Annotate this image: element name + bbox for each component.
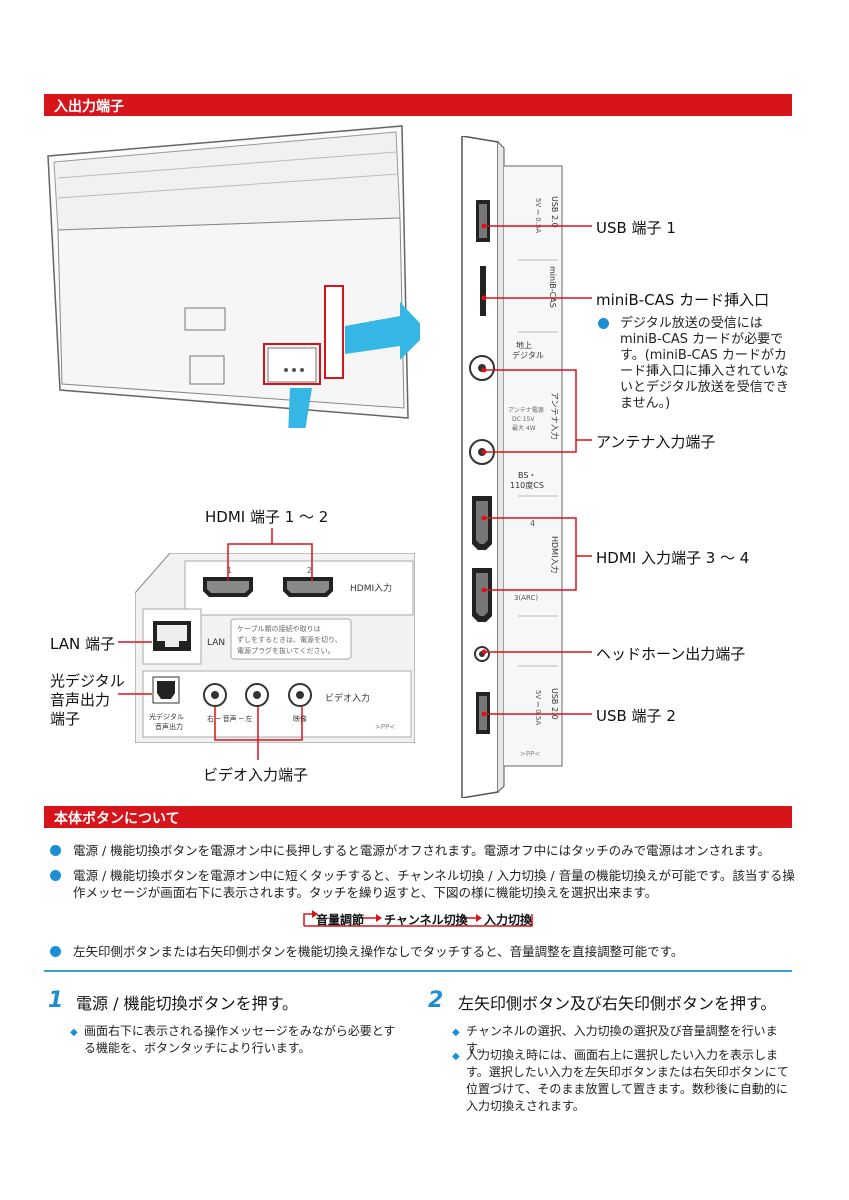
video-input-label: ビデオ入力 [325,692,370,704]
section-header-io: 入出力端子 [44,94,792,116]
diamond-bullet-icon: ◆ [452,1051,460,1062]
flow-channel: チャンネル切換 [384,913,468,927]
step-2-item-text: 入力切換え時には、画面右上に選択したい入力を表示します。選択したい入力を左矢印ボ… [466,1048,789,1113]
label-video-input: ビデオ入力端子 [203,766,309,784]
flow-volume: 音量調節 [316,913,365,927]
rca-jack-video [288,683,312,707]
rca-jack-right [203,683,227,707]
side-hdmi-port4-num: 4 [530,519,535,528]
label-hdmi-3-4: HDMI 入力端子 3 ～ 4 [596,549,750,567]
headphone-jack [474,646,490,662]
bullet-icon [50,870,61,881]
side-minibcas-label: miniB-CAS [548,266,557,308]
label-antenna: アンテナ入力端子 [596,433,716,451]
step-2-item: ◆ 入力切換え時には、画面右上に選択したい入力を表示します。選択したい入力を左矢… [452,1047,797,1115]
bullet-text: 電源 / 機能切換ボタンを電源オン中に長押しすると電源がオフされます。電源オフ中… [73,843,770,858]
bullet-item: 電源 / 機能切換ボタンを電源オン中に短くタッチすると、チャンネル切換 / 入力… [50,867,795,901]
video-jack-label: 映像 [293,714,307,723]
step-1-number: 1 [48,988,64,1013]
label-hdmi-1-2: HDMI 端子 1 ～ 2 [205,508,329,526]
caution-line-2: ずしをするときは、電源を切り、 [237,635,342,644]
bullet-text: 左矢印側ボタンまたは右矢印側ボタンを機能切換え操作なしでタッチすると、音量調整を… [73,944,684,959]
step-2-item: ◆ チャンネルの選択、入力切換の選択及び音量調整を行います。 [452,1023,797,1057]
minibcas-note: デジタル放送の受信には miniB-CAS カードが必要です。(miniB-CA… [598,316,798,412]
rear-terminal-panel: 1 2 HDMI入力 LAN ケーブル類の接続や取りは ずしをするときは、電源を… [135,553,415,743]
tv-rear-illustration [47,125,420,428]
side-usb1-ver: USB 2.0 [550,196,559,228]
bullet-icon [598,318,609,329]
hdmi-port-2 [283,577,333,597]
bullet-icon [50,946,61,957]
label-optical: 光デジタル 音声出力 端子 [50,672,125,729]
label-optical-line-2: 音声出力 [50,691,111,709]
side-terrestrial-1: 地上 [516,340,532,350]
minibcas-note-text: デジタル放送の受信には miniB-CAS カードが必要です。(miniB-CA… [620,316,789,411]
side-antenna-power-1: アンテナ電源 [508,406,544,414]
function-cycle-flow: 音量調節 チャンネル切換 入力切換 [300,908,536,932]
hdmi-input-label: HDMI入力 [350,582,392,594]
audio-lr-label: 右 ─ 音声 ─ 左 [207,714,252,723]
rca-jack-left [245,683,269,707]
step-1-item: ◆ 画面右下に表示される操作メッセージをみながら必要とする機能を、ボタンタッチに… [70,1023,400,1057]
lan-port [153,621,191,651]
diamond-bullet-icon: ◆ [452,1027,460,1038]
side-antenna-label: アンテナ入力 [550,392,560,440]
bullet-icon [50,845,61,856]
step-2-item-text: チャンネルの選択、入力切換の選択及び音量調整を行います。 [466,1024,778,1055]
label-lan: LAN 端子 [50,635,115,653]
antenna-jack-bs [469,439,495,465]
hdmi-port-1 [203,577,253,597]
side-pp-mark: >PP< [520,750,540,758]
caution-line-1: ケーブル類の接続や取りは [237,624,321,633]
lan-label: LAN [207,638,225,648]
side-terrestrial-2: デジタル [512,350,544,360]
bullet-item: 電源 / 機能切換ボタンを電源オン中に長押しすると電源がオフされます。電源オフ中… [50,842,795,859]
step-2-number: 2 [428,988,444,1013]
hdmi-port-1-num: 1 [227,566,232,575]
side-bs-1: BS・ [518,471,536,480]
optical-label-2: 音声出力 [155,722,183,731]
label-usb-2: USB 端子 2 [596,707,676,725]
minibcas-slot [480,266,486,316]
optical-label-1: 光デジタル [149,712,184,721]
diamond-bullet-icon: ◆ [70,1027,78,1038]
side-usb2-power: 5V ⎓ 0.5A [534,690,542,725]
label-optical-line-3: 端子 [50,710,81,728]
side-antenna-power-3: 最大 4W [512,424,536,432]
label-usb-1: USB 端子 1 [596,219,676,237]
side-bs-2: 110度CS [510,480,544,490]
bullet-item: 左矢印側ボタンまたは右矢印側ボタンを機能切換え操作なしでタッチすると、音量調整を… [50,943,795,960]
optical-port [152,676,180,704]
side-usb2-ver: USB 2.0 [550,688,559,720]
caution-line-3: 電源プラグを抜いてください。 [237,646,335,655]
side-antenna-power-2: DC 15V [512,416,535,423]
flow-arrows [303,910,533,927]
side-usb1-power: 5V ⎓ 0.5A [534,198,542,233]
label-minibcas: miniB-CAS カード挿入口 [596,291,770,309]
arrow-right-icon [345,302,420,360]
bullet-text: 電源 / 機能切換ボタンを電源オン中に短くタッチすると、チャンネル切換 / 入力… [73,868,795,900]
section-title: 入出力端子 [54,99,124,115]
side-hdmi-port3-num: 3(ARC) [514,594,538,602]
label-headphone: ヘッドホーン出力端子 [596,645,746,663]
step-1-title: 電源 / 機能切換ボタンを押す。 [76,994,298,1013]
tv-side-panel: USB 2.0 5V ⎓ 0.5A miniB-CAS 地上 デジタル アンテナ… [461,136,563,798]
divider [44,970,792,972]
step-1-item-text: 画面右下に表示される操作メッセージをみながら必要とする機能を、ボタンタッチにより… [84,1024,396,1055]
label-optical-line-1: 光デジタル [50,672,125,690]
section-title: 本体ボタンについて [54,811,180,827]
hdmi-port-2-num: 2 [307,566,312,575]
step-2-title: 左矢印側ボタン及び右矢印側ボタンを押す。 [458,994,777,1013]
arrow-down-icon [288,388,312,428]
side-hdmi-label: HDMI入力 [550,536,560,573]
section-header-buttons: 本体ボタンについて [44,806,792,828]
flow-input: 入力切換 [484,913,533,927]
antenna-jack-terrestrial [469,355,495,381]
pp-mark: >PP< [375,723,395,731]
